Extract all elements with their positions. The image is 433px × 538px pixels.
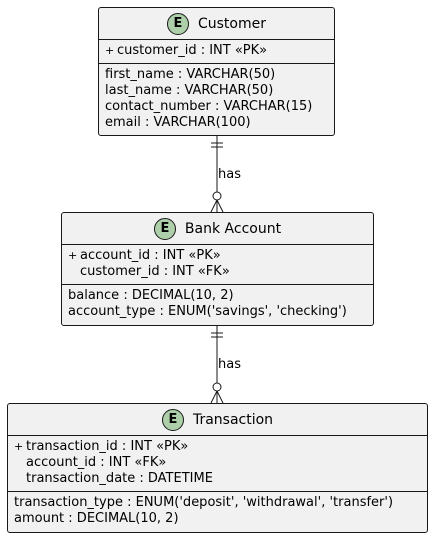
entity-transaction[interactable]: E Transaction + transaction_id : INT «PK…: [7, 403, 428, 533]
field-row: email : VARCHAR(100): [105, 115, 251, 130]
field-text: transaction_id : INT «PK»: [26, 439, 189, 454]
zero-or-many-circle: [212, 382, 222, 392]
field-row: customer_id : INT «FK»: [68, 264, 367, 280]
field-text: account_id : INT «FK»: [26, 455, 167, 470]
pk-marker: +: [68, 249, 78, 262]
pk-marker: +: [105, 44, 115, 57]
entity-title: Bank Account: [184, 220, 282, 237]
crowfoot-marker: [210, 199, 218, 213]
field-row: first_name : VARCHAR(50): [105, 67, 276, 82]
entity-badge-icon: E: [161, 408, 184, 431]
crowfoot-marker: [216, 390, 224, 404]
field-marker: [14, 455, 26, 471]
entity-badge-icon: E: [153, 217, 176, 240]
field-row: account_id : INT «FK»: [14, 455, 421, 471]
attribute-fields-section: first_name : VARCHAR(50) last_name : VAR…: [99, 63, 334, 135]
attribute-fields-section: transaction_type : ENUM('deposit', 'with…: [8, 491, 427, 531]
field-row: amount : DECIMAL(10, 2): [14, 511, 179, 526]
key-fields-section: + account_id : INT «PK» customer_id : IN…: [62, 244, 373, 284]
field-row: contact_number : VARCHAR(15): [105, 99, 313, 114]
field-row: last_name : VARCHAR(50): [105, 83, 274, 98]
attribute-fields-section: balance : DECIMAL(10, 2) account_type : …: [62, 284, 373, 324]
key-fields-section: + customer_id : INT «PK»: [99, 39, 334, 63]
field-row: transaction_date : DATETIME: [14, 471, 421, 487]
field-marker: [14, 471, 26, 487]
entity-header: E Customer: [99, 8, 334, 39]
entity-header: E Bank Account: [62, 213, 373, 244]
relationship-label-customer-account: has: [218, 167, 241, 182]
field-marker: [68, 264, 80, 280]
field-text: account_id : INT «PK»: [80, 248, 221, 263]
key-fields-section: + transaction_id : INT «PK» account_id :…: [8, 435, 427, 491]
relationship-label-account-transaction: has: [218, 357, 241, 372]
entity-title: Customer: [197, 15, 266, 32]
zero-or-many-circle: [212, 191, 222, 201]
field-row: balance : DECIMAL(10, 2): [68, 288, 234, 303]
crowfoot-marker: [216, 199, 224, 213]
field-text: customer_id : INT «FK»: [80, 264, 230, 279]
field-row: transaction_type : ENUM('deposit', 'with…: [14, 495, 394, 510]
entity-customer[interactable]: E Customer + customer_id : INT «PK» firs…: [98, 7, 335, 136]
field-text: transaction_date : DATETIME: [26, 471, 213, 486]
field-text: customer_id : INT «PK»: [117, 43, 268, 58]
field-row: + account_id : INT «PK»: [68, 248, 367, 264]
entity-badge-icon: E: [166, 12, 189, 35]
field-row: account_type : ENUM('savings', 'checking…: [68, 304, 347, 319]
crowfoot-marker: [210, 390, 218, 404]
pk-marker: +: [14, 440, 24, 453]
field-row: + customer_id : INT «PK»: [105, 43, 328, 59]
entity-bank-account[interactable]: E Bank Account + account_id : INT «PK» c…: [61, 212, 374, 326]
field-row: + transaction_id : INT «PK»: [14, 439, 421, 455]
entity-header: E Transaction: [8, 404, 427, 435]
entity-title: Transaction: [192, 411, 274, 428]
